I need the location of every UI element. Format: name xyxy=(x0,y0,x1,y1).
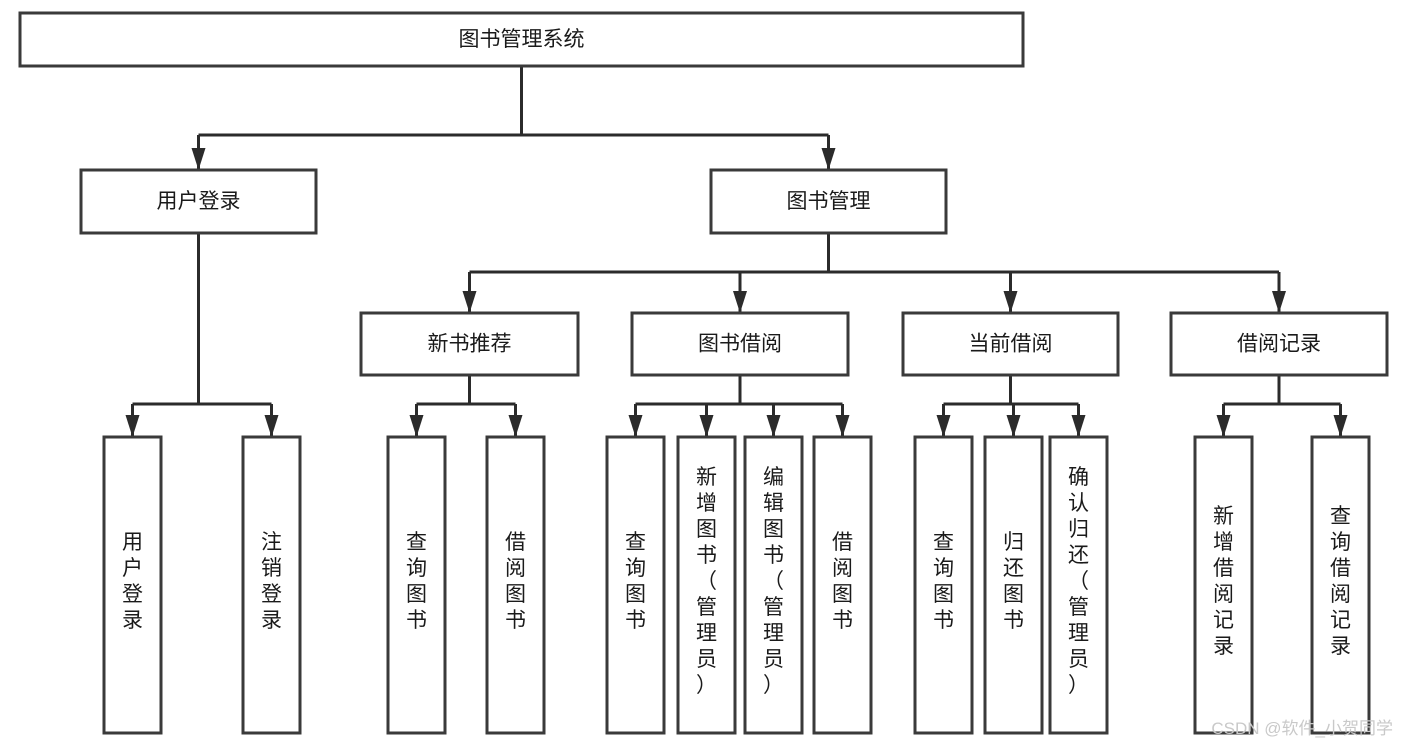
node-label: 查询借阅记录 xyxy=(1330,505,1351,658)
arrowhead-icon xyxy=(1006,415,1021,437)
connector-group xyxy=(462,233,1286,313)
node-box[interactable] xyxy=(630,311,850,377)
node-box[interactable] xyxy=(812,435,873,735)
connector-group xyxy=(1216,375,1348,437)
node-leaf-return-book[interactable]: 归还图书 xyxy=(983,435,1044,735)
arrowhead-icon xyxy=(264,415,279,437)
arrowhead-icon xyxy=(508,415,523,437)
connector-group xyxy=(628,375,850,437)
arrowhead-icon xyxy=(628,415,643,437)
node-label: 归还图书 xyxy=(1003,531,1024,632)
node-leaf-user-logout[interactable]: 注销登录 xyxy=(241,435,302,735)
node-leaf-query-book-3[interactable]: 查询图书 xyxy=(913,435,974,735)
arrowhead-icon xyxy=(766,415,781,437)
node-leaf-user-login[interactable]: 用户登录 xyxy=(102,435,163,735)
node-borrow-record[interactable]: 借阅记录 xyxy=(1169,311,1389,377)
node-box[interactable] xyxy=(605,435,666,735)
node-leaf-edit-book[interactable]: 编辑图书（管理员） xyxy=(743,435,804,735)
node-box[interactable] xyxy=(676,435,737,735)
node-label: 查询图书 xyxy=(625,531,646,632)
node-label: 注销登录 xyxy=(261,531,282,632)
node-label: 图书借阅 xyxy=(698,333,782,356)
node-box[interactable] xyxy=(485,435,546,735)
node-box[interactable] xyxy=(241,435,302,735)
connector-group xyxy=(409,375,523,437)
watermark: CSDN @软件_小贺同学 xyxy=(1211,719,1393,738)
node-label: 编辑图书（管理员） xyxy=(763,466,784,697)
node-leaf-query-book-1[interactable]: 查询图书 xyxy=(386,435,447,735)
node-box[interactable] xyxy=(1310,435,1371,735)
node-label: 查询图书 xyxy=(933,531,954,632)
node-label: 用户登录 xyxy=(122,531,143,632)
node-label: 借阅图书 xyxy=(505,531,526,632)
node-box[interactable] xyxy=(1169,311,1389,377)
node-leaf-borrow-book-1[interactable]: 借阅图书 xyxy=(485,435,546,735)
connector-group xyxy=(125,233,279,437)
node-leaf-borrow-book-2[interactable]: 借阅图书 xyxy=(812,435,873,735)
node-leaf-query-record[interactable]: 查询借阅记录 xyxy=(1310,435,1371,735)
arrowhead-icon xyxy=(1071,415,1086,437)
node-box[interactable] xyxy=(79,168,318,235)
arrowhead-icon xyxy=(462,291,477,313)
node-box[interactable] xyxy=(18,11,1025,68)
node-box[interactable] xyxy=(1193,435,1254,735)
node-label: 查询图书 xyxy=(406,531,427,632)
connectors-layer xyxy=(125,66,1348,437)
node-box[interactable] xyxy=(709,168,948,235)
node-label: 图书管理系统 xyxy=(459,28,585,51)
node-leaf-query-book-2[interactable]: 查询图书 xyxy=(605,435,666,735)
node-label: 新增图书（管理员） xyxy=(696,466,717,697)
node-box[interactable] xyxy=(913,435,974,735)
nodes-layer: 图书管理系统用户登录图书管理新书推荐图书借阅当前借阅借阅记录用户登录注销登录查询… xyxy=(18,11,1389,735)
node-label: 借阅图书 xyxy=(832,531,853,632)
arrowhead-icon xyxy=(821,148,836,170)
arrowhead-icon xyxy=(1216,415,1231,437)
node-label: 当前借阅 xyxy=(969,333,1053,356)
node-box[interactable] xyxy=(386,435,447,735)
node-leaf-add-book[interactable]: 新增图书（管理员） xyxy=(676,435,737,735)
node-label: 新增借阅记录 xyxy=(1213,505,1234,658)
node-box[interactable] xyxy=(102,435,163,735)
arrowhead-icon xyxy=(125,415,140,437)
node-label: 确认归还（管理员） xyxy=(1068,466,1089,697)
arrowhead-icon xyxy=(191,148,206,170)
arrowhead-icon xyxy=(409,415,424,437)
node-label: 新书推荐 xyxy=(428,333,512,356)
node-box[interactable] xyxy=(359,311,580,377)
arrowhead-icon xyxy=(733,291,747,313)
arrowhead-icon xyxy=(936,415,951,437)
node-box[interactable] xyxy=(983,435,1044,735)
node-box[interactable] xyxy=(1048,435,1109,735)
node-leaf-add-record[interactable]: 新增借阅记录 xyxy=(1193,435,1254,735)
node-label: 借阅记录 xyxy=(1237,333,1321,356)
arrowhead-icon xyxy=(1272,291,1286,313)
node-root[interactable]: 图书管理系统 xyxy=(18,11,1025,68)
arrowhead-icon xyxy=(699,415,714,437)
node-book-management[interactable]: 图书管理 xyxy=(709,168,948,235)
arrowhead-icon xyxy=(1003,291,1018,313)
connector-group xyxy=(936,375,1086,437)
node-current-borrow[interactable]: 当前借阅 xyxy=(901,311,1120,377)
node-user-login[interactable]: 用户登录 xyxy=(79,168,318,235)
node-leaf-confirm-return[interactable]: 确认归还（管理员） xyxy=(1048,435,1109,735)
arrowhead-icon xyxy=(1333,415,1348,437)
arrowhead-icon xyxy=(835,415,850,437)
node-new-book-recommend[interactable]: 新书推荐 xyxy=(359,311,580,377)
node-label: 用户登录 xyxy=(157,190,241,213)
node-book-borrow[interactable]: 图书借阅 xyxy=(630,311,850,377)
node-box[interactable] xyxy=(743,435,804,735)
node-box[interactable] xyxy=(901,311,1120,377)
connector-group xyxy=(191,66,836,170)
node-label: 图书管理 xyxy=(787,190,871,213)
